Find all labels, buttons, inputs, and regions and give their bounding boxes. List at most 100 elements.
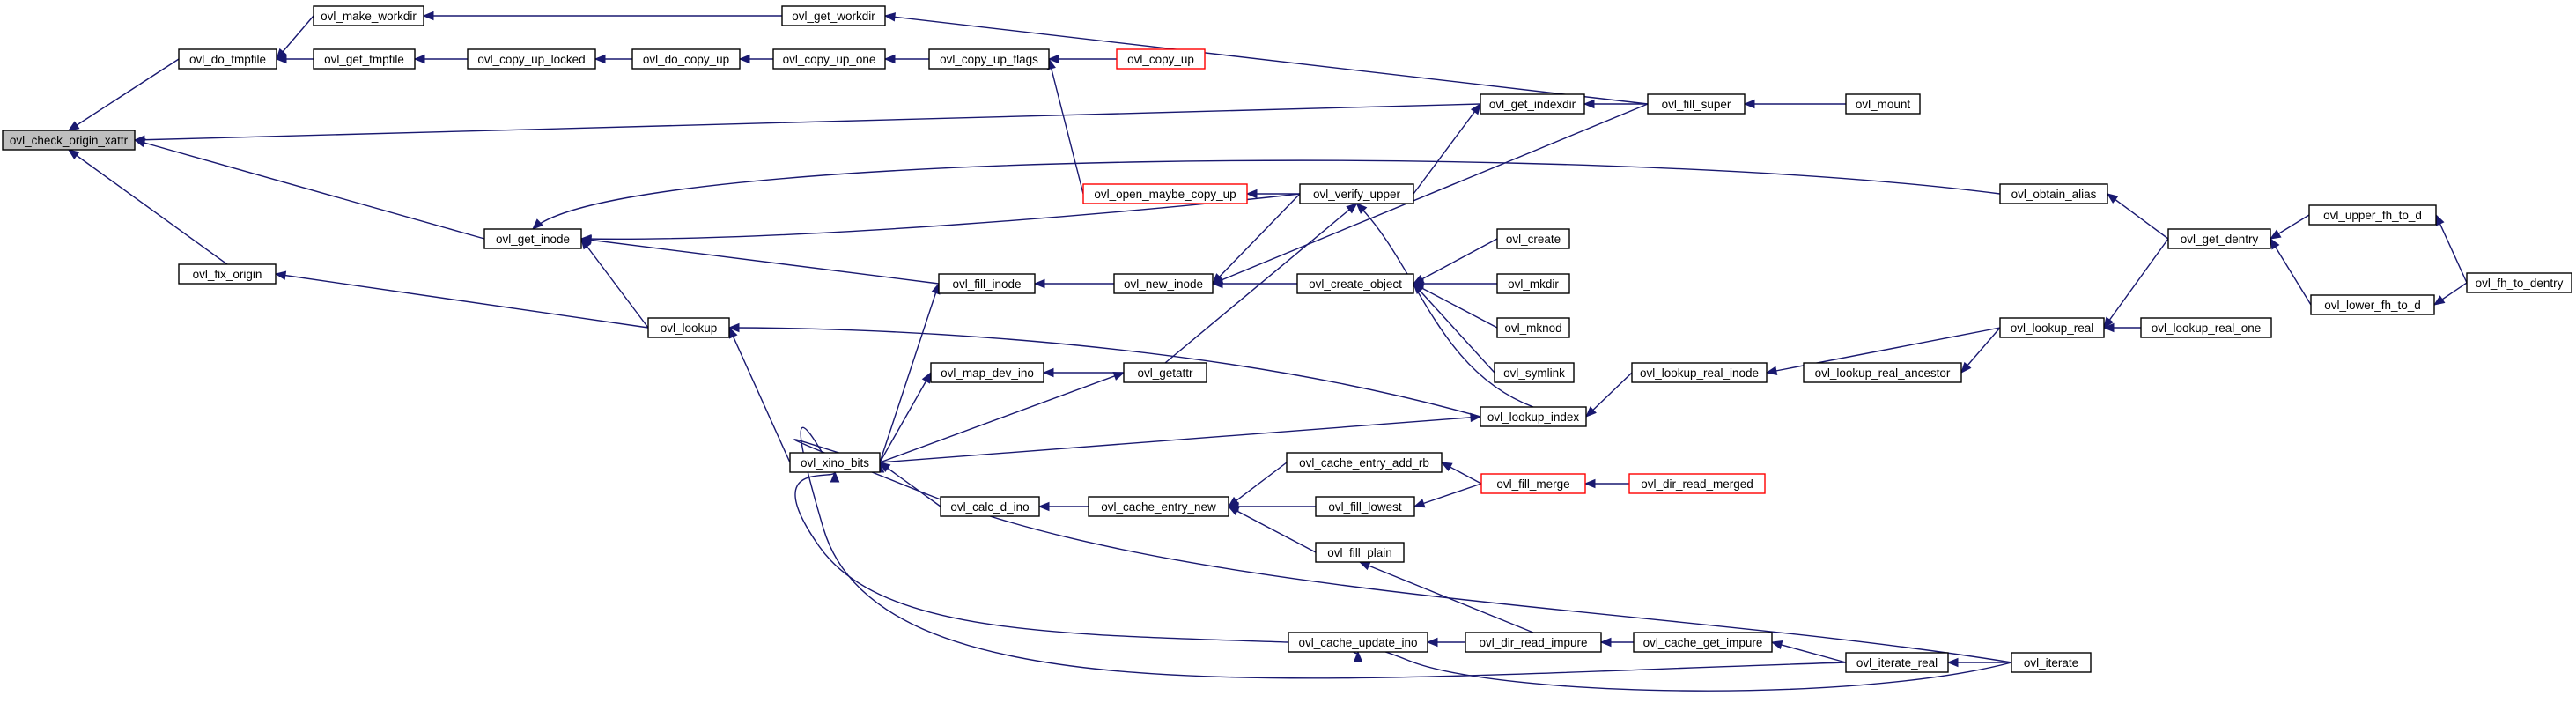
node-box-ovl_copy_up_one[interactable] (772, 48, 886, 70)
node-ovl_lookup_real[interactable]: ovl_lookup_real (1999, 317, 2105, 338)
node-box-ovl_copy_up_flags[interactable] (928, 48, 1050, 70)
node-ovl_fh_to_dentry[interactable]: ovl_fh_to_dentry (2466, 272, 2572, 293)
node-ovl_cache_get_impure[interactable]: ovl_cache_get_impure (1633, 632, 1773, 653)
node-box-ovl_map_dev_ino[interactable] (930, 362, 1044, 383)
node-ovl_new_inode[interactable]: ovl_new_inode (1113, 273, 1214, 294)
node-ovl_lookup_real_ancestor[interactable]: ovl_lookup_real_ancestor (1803, 362, 1962, 383)
node-box-ovl_cache_update_ino[interactable] (1288, 632, 1428, 653)
node-box-ovl_symlink[interactable] (1494, 362, 1575, 383)
node-ovl_check_origin_xattr[interactable]: ovl_check_origin_xattr (2, 130, 136, 151)
node-box-ovl_xino_bits[interactable] (789, 452, 881, 473)
node-ovl_map_dev_ino[interactable]: ovl_map_dev_ino (930, 362, 1044, 383)
node-box-ovl_lookup[interactable] (647, 317, 730, 338)
node-box-ovl_make_workdir[interactable] (313, 5, 424, 26)
node-box-ovl_do_copy_up[interactable] (631, 48, 741, 70)
node-ovl_lower_fh_to_d[interactable]: ovl_lower_fh_to_d (2310, 294, 2435, 315)
node-ovl_get_workdir[interactable]: ovl_get_workdir (781, 5, 886, 26)
node-ovl_fill_super[interactable]: ovl_fill_super (1647, 93, 1746, 115)
node-box-ovl_create_object[interactable] (1296, 273, 1414, 294)
node-ovl_copy_up_flags[interactable]: ovl_copy_up_flags (928, 48, 1050, 70)
node-box-ovl_get_workdir[interactable] (781, 5, 886, 26)
node-ovl_cache_entry_new[interactable]: ovl_cache_entry_new (1088, 496, 1229, 517)
node-box-ovl_iterate_real[interactable] (1845, 652, 1949, 673)
node-ovl_do_copy_up[interactable]: ovl_do_copy_up (631, 48, 741, 70)
node-ovl_calc_d_ino[interactable]: ovl_calc_d_ino (940, 496, 1040, 517)
node-ovl_lookup_index[interactable]: ovl_lookup_index (1480, 406, 1587, 427)
node-box-ovl_cache_get_impure[interactable] (1633, 632, 1773, 653)
node-box-ovl_dir_read_impure[interactable] (1465, 632, 1602, 653)
node-box-ovl_fix_origin[interactable] (178, 263, 277, 285)
node-ovl_make_workdir[interactable]: ovl_make_workdir (313, 5, 424, 26)
node-box-ovl_copy_up[interactable] (1116, 48, 1206, 70)
node-ovl_get_indexdir[interactable]: ovl_get_indexdir (1480, 93, 1585, 115)
node-box-ovl_new_inode[interactable] (1113, 273, 1214, 294)
node-box-ovl_get_tmpfile[interactable] (313, 48, 416, 70)
node-ovl_copy_up_locked[interactable]: ovl_copy_up_locked (467, 48, 596, 70)
node-ovl_get_inode[interactable]: ovl_get_inode (483, 228, 582, 249)
node-box-ovl_mknod[interactable] (1496, 317, 1570, 338)
node-ovl_copy_up[interactable]: ovl_copy_up (1116, 48, 1206, 70)
node-ovl_dir_read_merged[interactable]: ovl_dir_read_merged (1628, 473, 1766, 494)
node-ovl_obtain_alias[interactable]: ovl_obtain_alias (1999, 183, 2108, 204)
node-box-ovl_fill_super[interactable] (1647, 93, 1746, 115)
node-box-ovl_get_dentry[interactable] (2167, 228, 2271, 249)
node-box-ovl_cache_entry_new[interactable] (1088, 496, 1229, 517)
node-box-ovl_open_maybe_copy_up[interactable] (1082, 183, 1248, 204)
node-ovl_fill_inode[interactable]: ovl_fill_inode (938, 273, 1036, 294)
node-ovl_mkdir[interactable]: ovl_mkdir (1496, 273, 1570, 294)
node-box-ovl_calc_d_ino[interactable] (940, 496, 1040, 517)
node-box-ovl_cache_entry_add_rb[interactable] (1286, 452, 1443, 473)
node-box-ovl_check_origin_xattr[interactable] (2, 130, 136, 151)
node-box-ovl_lookup_real[interactable] (1999, 317, 2105, 338)
node-ovl_lookup_real_one[interactable]: ovl_lookup_real_one (2140, 317, 2272, 338)
node-ovl_cache_update_ino[interactable]: ovl_cache_update_ino (1288, 632, 1428, 653)
node-box-ovl_obtain_alias[interactable] (1999, 183, 2108, 204)
node-ovl_dir_read_impure[interactable]: ovl_dir_read_impure (1465, 632, 1602, 653)
node-box-ovl_lower_fh_to_d[interactable] (2310, 294, 2435, 315)
node-box-ovl_fill_inode[interactable] (938, 273, 1036, 294)
node-box-ovl_lookup_index[interactable] (1480, 406, 1587, 427)
node-ovl_getattr[interactable]: ovl_getattr (1123, 362, 1207, 383)
node-ovl_get_tmpfile[interactable]: ovl_get_tmpfile (313, 48, 416, 70)
node-ovl_upper_fh_to_d[interactable]: ovl_upper_fh_to_d (2308, 204, 2437, 226)
node-box-ovl_lookup_real_ancestor[interactable] (1803, 362, 1962, 383)
node-ovl_create_object[interactable]: ovl_create_object (1296, 273, 1414, 294)
node-ovl_xino_bits[interactable]: ovl_xino_bits (789, 452, 881, 473)
node-box-ovl_do_tmpfile[interactable] (178, 48, 277, 70)
node-box-ovl_create[interactable] (1496, 228, 1570, 249)
node-ovl_fill_merge[interactable]: ovl_fill_merge (1480, 473, 1586, 494)
node-ovl_do_tmpfile[interactable]: ovl_do_tmpfile (178, 48, 277, 70)
node-ovl_copy_up_one[interactable]: ovl_copy_up_one (772, 48, 886, 70)
node-box-ovl_mount[interactable] (1845, 93, 1921, 115)
node-ovl_iterate_real[interactable]: ovl_iterate_real (1845, 652, 1949, 673)
node-box-ovl_fh_to_dentry[interactable] (2466, 272, 2572, 293)
node-box-ovl_lookup_real_inode[interactable] (1631, 362, 1768, 383)
node-ovl_lookup_real_inode[interactable]: ovl_lookup_real_inode (1631, 362, 1768, 383)
node-box-ovl_iterate[interactable] (2011, 652, 2092, 673)
node-box-ovl_fill_lowest[interactable] (1315, 496, 1415, 517)
node-box-ovl_fill_plain[interactable] (1315, 542, 1405, 563)
node-ovl_mknod[interactable]: ovl_mknod (1496, 317, 1570, 338)
node-ovl_create[interactable]: ovl_create (1496, 228, 1570, 249)
node-ovl_cache_entry_add_rb[interactable]: ovl_cache_entry_add_rb (1286, 452, 1443, 473)
node-box-ovl_lookup_real_one[interactable] (2140, 317, 2272, 338)
node-ovl_symlink[interactable]: ovl_symlink (1494, 362, 1575, 383)
node-ovl_mount[interactable]: ovl_mount (1845, 93, 1921, 115)
node-ovl_iterate[interactable]: ovl_iterate (2011, 652, 2092, 673)
node-box-ovl_fill_merge[interactable] (1480, 473, 1586, 494)
node-box-ovl_verify_upper[interactable] (1299, 183, 1414, 204)
node-box-ovl_get_indexdir[interactable] (1480, 93, 1585, 115)
node-box-ovl_getattr[interactable] (1123, 362, 1207, 383)
node-ovl_get_dentry[interactable]: ovl_get_dentry (2167, 228, 2271, 249)
node-box-ovl_upper_fh_to_d[interactable] (2308, 204, 2437, 226)
node-ovl_verify_upper[interactable]: ovl_verify_upper (1299, 183, 1414, 204)
node-box-ovl_copy_up_locked[interactable] (467, 48, 596, 70)
node-ovl_open_maybe_copy_up[interactable]: ovl_open_maybe_copy_up (1082, 183, 1248, 204)
node-ovl_fix_origin[interactable]: ovl_fix_origin (178, 263, 277, 285)
node-box-ovl_mkdir[interactable] (1496, 273, 1570, 294)
node-ovl_fill_lowest[interactable]: ovl_fill_lowest (1315, 496, 1415, 517)
node-box-ovl_dir_read_merged[interactable] (1628, 473, 1766, 494)
node-box-ovl_get_inode[interactable] (483, 228, 582, 249)
node-ovl_fill_plain[interactable]: ovl_fill_plain (1315, 542, 1405, 563)
node-ovl_lookup[interactable]: ovl_lookup (647, 317, 730, 338)
